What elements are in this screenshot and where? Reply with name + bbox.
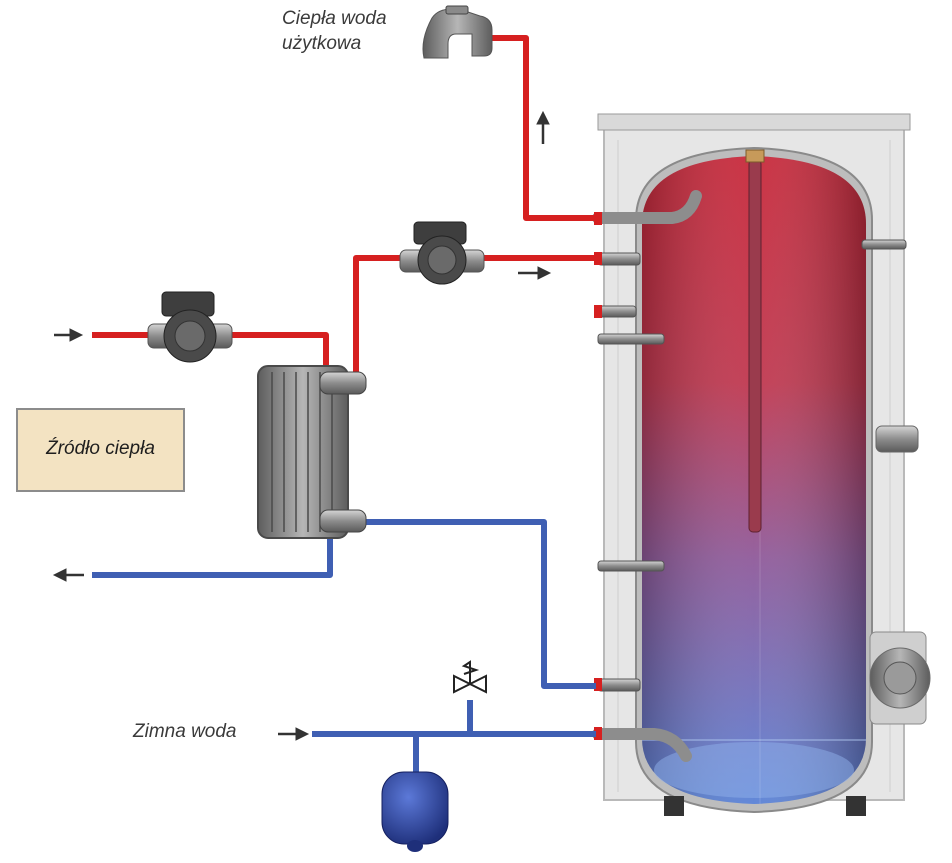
expansion-vessel-icon <box>381 771 449 852</box>
arrow-left-source-return <box>52 568 84 582</box>
arrow-right-cold-in <box>278 727 310 741</box>
circulation-pump-icon <box>399 221 485 285</box>
cold-inlet-internal-pipe <box>592 728 692 762</box>
anode-cap <box>745 149 765 163</box>
tank-foot-left <box>664 796 684 816</box>
arrow-right-charge <box>518 266 552 280</box>
hot-outlet-internal-pipe <box>592 190 702 224</box>
hot-pipes <box>92 35 596 378</box>
storage-tank <box>592 113 931 816</box>
right-sensor-socket <box>875 425 919 453</box>
anode-rod <box>748 159 762 533</box>
hot-supply-to-faucet <box>490 35 596 221</box>
heat-source-label: Źródło ciepła <box>46 438 155 459</box>
connection-caps <box>594 212 602 740</box>
arrow-right-source-in <box>54 328 84 342</box>
circulation-pump-icon <box>147 291 233 363</box>
hot-pump-to-hx <box>353 255 412 378</box>
hot-water-label-line2: użytkowa <box>282 33 362 54</box>
cold-water-label: Zimna woda <box>133 721 237 742</box>
tank-bottom-dish <box>654 742 854 798</box>
tank-top-cover <box>597 113 911 131</box>
flow-arrows <box>52 110 552 741</box>
safety-valve-icon <box>453 660 487 694</box>
arrow-up-hot-supply <box>536 110 550 144</box>
tank-side-connections <box>597 239 907 692</box>
heat-source-return <box>92 528 333 578</box>
tank-foot-right <box>846 796 866 816</box>
flange-inspection-port <box>869 631 931 725</box>
heat-pump-to-hx <box>226 332 329 378</box>
heat-source-box: Źródło ciepła <box>16 408 185 492</box>
hot-water-label-line1: Ciepła woda <box>282 8 387 29</box>
hx-return-to-tank-bottom <box>364 519 596 689</box>
cold-pipes <box>92 519 596 772</box>
faucet-icon <box>422 5 493 59</box>
plate-heat-exchanger-icon <box>257 365 367 539</box>
